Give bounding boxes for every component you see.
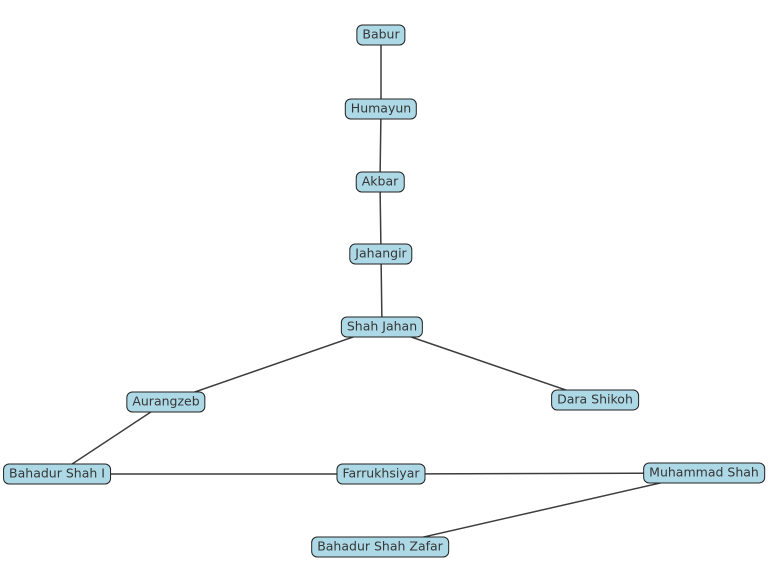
graph-node-aurangzeb: Aurangzeb — [126, 391, 206, 413]
graph-node-shah-jahan: Shah Jahan — [340, 316, 424, 338]
graph-node-label: Akbar — [361, 173, 399, 189]
graph-node-label: Jahangir — [355, 245, 407, 261]
graph-edge-jahangir--shah-jahan — [380, 253, 383, 328]
graph-node-humayun: Humayun — [344, 98, 418, 120]
graph-node-label: Babur — [362, 26, 400, 42]
graph-node-muhammad-shah: Muhammad Shah — [643, 462, 765, 484]
graph-node-label: Shah Jahan — [346, 318, 418, 334]
graph-node-bahadur-shah-zafar: Bahadur Shah Zafar — [311, 536, 449, 558]
graph-edge-shah-jahan--dara-shikoh — [381, 326, 596, 401]
graph-edge-shah-jahan--aurangzeb — [165, 326, 383, 403]
graph-node-babur: Babur — [356, 24, 406, 46]
graph-node-bahadur-shah-i: Bahadur Shah I — [3, 463, 111, 485]
graph-node-label: Dara Shikoh — [557, 391, 633, 407]
graph-edge-akbar--jahangir — [379, 181, 382, 255]
graph-node-label: Bahadur Shah I — [9, 465, 105, 481]
graph-node-dara-shikoh: Dara Shikoh — [551, 389, 639, 411]
graph-node-jahangir: Jahangir — [349, 243, 413, 265]
graph-node-label: Bahadur Shah Zafar — [317, 538, 443, 554]
graph-edge-humayun--akbar — [379, 108, 382, 183]
graph-node-label: Muhammad Shah — [649, 464, 759, 480]
graph-node-label: Aurangzeb — [132, 393, 200, 409]
graph-edge-muhammad-shah--bahadur-shah-zafar — [379, 472, 705, 548]
graph-node-akbar: Akbar — [355, 171, 405, 193]
graph-node-label: Farrukhsiyar — [342, 465, 420, 481]
graph-node-label: Humayun — [350, 100, 412, 116]
graph-node-farrukhsiyar: Farrukhsiyar — [336, 463, 426, 485]
graph-edge-aurangzeb--bahadur-shah-i — [56, 401, 167, 475]
